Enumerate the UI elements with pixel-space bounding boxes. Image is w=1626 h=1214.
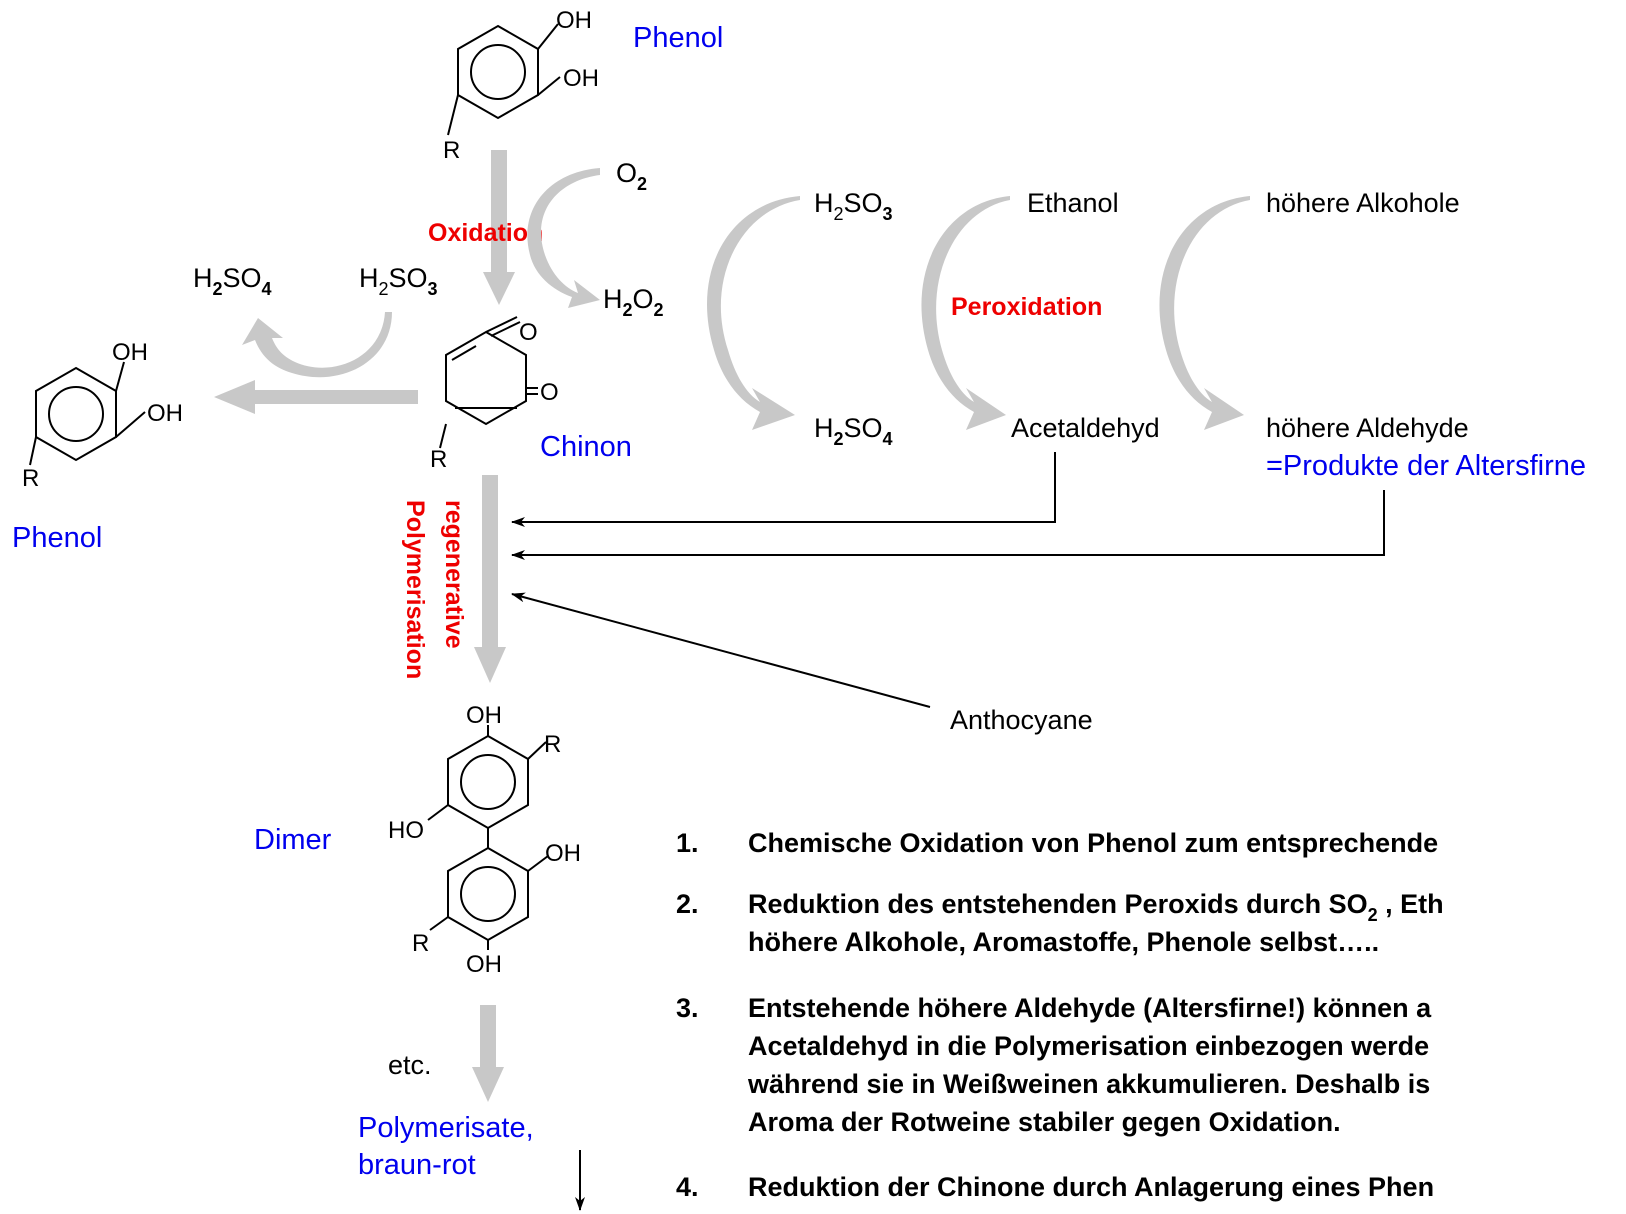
svg-text:H2SO3: H2SO3 [359, 263, 438, 299]
atom-oh-2: OH [563, 65, 599, 92]
atom-r-1: R [544, 731, 561, 758]
sulfite-curve-arrow-left [242, 312, 392, 378]
label-hoehere-aldehyde: höhere Aldehyde [1266, 413, 1469, 443]
label-acetaldehyd: Acetaldehyd [1011, 413, 1160, 443]
anthocyane-link-arrow [511, 592, 931, 708]
notes-list: 1. Chemische Oxidation von Phenol zum en… [676, 828, 1444, 1202]
svg-text:H2SO4: H2SO4 [193, 263, 272, 299]
formula-h2so4-left: H2SO4 [193, 263, 272, 299]
atom-r: R [22, 465, 39, 492]
label-phenol-left: Phenol [12, 522, 102, 554]
atom-ho: HO [388, 817, 424, 844]
atom-oh-1: OH [466, 702, 502, 729]
formula-h2so3-left: H2SO3 [359, 263, 438, 299]
atom-oh-3: OH [466, 951, 502, 978]
svg-text:O2: O2 [616, 158, 647, 194]
label-braun-rot: braun-rot [358, 1149, 476, 1181]
atom-oh-1: OH [556, 7, 592, 34]
note-number: 1. [676, 828, 699, 858]
dimer-structure: OH R HO OH R OH [388, 702, 581, 978]
note-line: Reduktion der Chinone durch Anlagerung e… [748, 1172, 1434, 1202]
atom-o-2: O [540, 379, 559, 406]
phenol-left-structure: OH OH R [22, 339, 183, 492]
label-anthocyane: Anthocyane [950, 705, 1093, 735]
note-number: 4. [676, 1172, 699, 1202]
chinon-structure: O O R [430, 316, 559, 473]
curve-arrow-ethanol [921, 196, 1010, 430]
acetaldehyd-link-arrow [511, 452, 1056, 527]
curve-arrow-alkohole [1159, 196, 1250, 430]
o2-curve-arrow [527, 168, 600, 308]
note-line: während sie in Weißweinen akkumulieren. … [747, 1069, 1430, 1099]
formula-h2o2: H2O2 [603, 284, 664, 320]
note-line: Chemische Oxidation von Phenol zum entsp… [748, 828, 1438, 858]
svg-text:H2SO3: H2SO3 [814, 188, 893, 224]
label-chinon: Chinon [540, 431, 632, 463]
note-4: 4. Reduktion der Chinone durch Anlagerun… [676, 1172, 1434, 1202]
atom-r-2: R [412, 930, 429, 957]
note-line: Aroma der Rotweine stabiler gegen Oxidat… [748, 1107, 1341, 1137]
label-phenol-top: Phenol [633, 22, 723, 54]
formula-o2: O2 [616, 158, 647, 194]
aldehyde-link-arrow [511, 490, 1385, 560]
reduction-arrow-left [214, 380, 418, 414]
note-number: 3. [676, 993, 699, 1023]
atom-oh-2: OH [147, 400, 183, 427]
label-oxidation: Oxidation [428, 219, 543, 247]
curve-arrow-sulfite [707, 196, 800, 430]
atom-oh-1: OH [112, 339, 148, 366]
note-line: Entstehende höhere Aldehyde (Altersfirne… [748, 993, 1432, 1023]
note-1: 1. Chemische Oxidation von Phenol zum en… [676, 828, 1438, 858]
etc-arrow [472, 1005, 504, 1102]
note-line: Acetaldehyd in die Polymerisation einbez… [748, 1031, 1429, 1061]
note-number: 2. [676, 889, 699, 919]
label-peroxidation: Peroxidation [951, 293, 1102, 321]
note-line: Reduktion des entstehenden Peroxids durc… [748, 889, 1444, 925]
svg-text:H2SO4: H2SO4 [814, 413, 893, 449]
label-regenerative: regenerative [440, 500, 468, 649]
phenol-top-structure: OH OH R [443, 7, 599, 164]
polymerisation-arrow [474, 475, 506, 683]
note-line: höhere Alkohole, Aromastoffe, Phenole se… [748, 927, 1379, 957]
label-polymerisate: Polymerisate, [358, 1112, 534, 1144]
atom-r: R [443, 137, 460, 164]
label-produkte-altersfirne: =Produkte der Altersfirne [1266, 450, 1586, 482]
label-polymerisation: Polymerisation [401, 500, 429, 679]
label-ethanol: Ethanol [1027, 188, 1119, 218]
atom-r: R [430, 446, 447, 473]
formula-h2so3-right: H2SO3 [814, 188, 893, 224]
atom-oh-2: OH [545, 840, 581, 867]
atom-o-1: O [519, 319, 538, 346]
formula-h2so4-right: H2SO4 [814, 413, 893, 449]
label-hoehere-alkohole: höhere Alkohole [1266, 188, 1460, 218]
label-etc: etc. [388, 1050, 432, 1080]
svg-text:H2O2: H2O2 [603, 284, 664, 320]
label-dimer: Dimer [254, 824, 332, 856]
oxidation-arrow [483, 150, 515, 305]
note-2: 2. Reduktion des entstehenden Peroxids d… [676, 889, 1444, 957]
note-3: 3. Entstehende höhere Aldehyde (Altersfi… [676, 993, 1432, 1137]
